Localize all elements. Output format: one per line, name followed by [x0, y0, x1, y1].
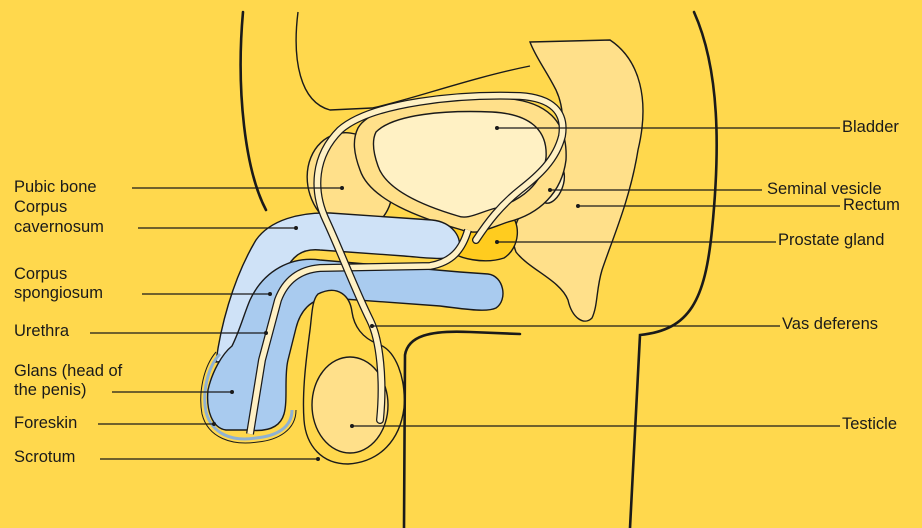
label-vas-deferens: Vas deferens [782, 315, 878, 334]
leader-dot-corpus-spongiosum [268, 292, 272, 296]
leader-dot-rectum [576, 204, 580, 208]
front-body-outline [241, 12, 266, 210]
label-pubic-bone: Pubic bone [14, 178, 97, 197]
label-rectum: Rectum [843, 196, 900, 215]
leader-dot-foreskin [212, 422, 216, 426]
leader-dot-vas-deferens [370, 324, 374, 328]
label-glans-2: the penis) [14, 381, 86, 400]
label-testicle: Testicle [842, 415, 897, 434]
label-foreskin: Foreskin [14, 414, 77, 433]
label-corpus-cavernosum-1: Corpus [14, 198, 67, 217]
label-corpus-spongiosum-2: spongiosum [14, 284, 103, 303]
leader-dot-corpus-cavernosum [294, 226, 298, 230]
label-urethra: Urethra [14, 322, 69, 341]
leader-dot-bladder [495, 126, 499, 130]
label-prostate-gland: Prostate gland [778, 231, 884, 250]
leader-dot-pubic-bone [340, 186, 344, 190]
leader-dot-prostate [495, 240, 499, 244]
label-corpus-spongiosum-1: Corpus [14, 265, 67, 284]
testicle-shape [312, 357, 388, 453]
label-corpus-cavernosum-2: cavernosum [14, 218, 104, 237]
label-scrotum: Scrotum [14, 448, 75, 467]
inner-leg-outline [404, 332, 520, 528]
leader-dot-urethra [264, 331, 268, 335]
label-bladder: Bladder [842, 118, 899, 137]
leader-dot-seminal-vesicle [548, 188, 552, 192]
leader-dot-testicle [350, 424, 354, 428]
leader-dot-glans [230, 390, 234, 394]
label-glans-1: Glans (head of [14, 362, 122, 381]
back-body-outline [630, 12, 717, 528]
leader-dot-scrotum [316, 457, 320, 461]
